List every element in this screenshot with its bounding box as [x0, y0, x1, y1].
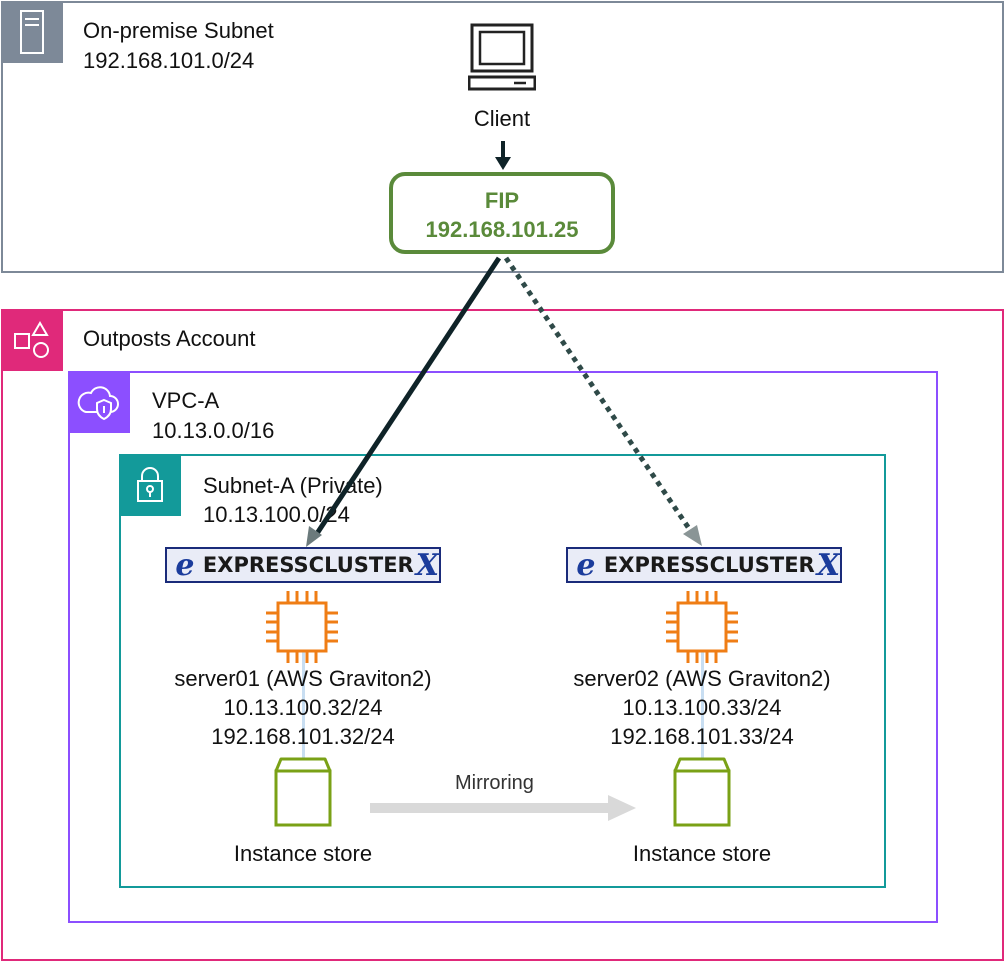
outposts-account-group — [1, 309, 1004, 961]
expresscluster-e-icon: e — [576, 547, 596, 583]
server01-ip-private: 10.13.100.32/24 — [223, 695, 383, 720]
onpremise-subnet-title: On-premise Subnet — [83, 18, 274, 43]
shapes-icon — [1, 309, 63, 371]
expresscluster-x-icon: X — [415, 547, 439, 583]
server02-vertical-connector — [701, 640, 704, 762]
server02-instance-store-icon — [671, 757, 733, 829]
server02-expresscluster-logo: e EXPRESSCLUSTER X — [566, 547, 842, 583]
expresscluster-logo-text: EXPRESSCLUSTER — [603, 553, 815, 577]
vpc-group — [68, 371, 938, 923]
server02-ip-onpremise: 192.168.101.33/24 — [610, 724, 794, 749]
server01-processor-chip-icon — [264, 589, 340, 665]
fip-label: FIP — [484, 188, 520, 213]
vpc-title: VPC-A — [152, 388, 220, 413]
vpc-cloud-shield-icon — [68, 371, 130, 433]
server01-storage-label: Instance store — [233, 841, 373, 866]
expresscluster-x-icon: X — [816, 547, 840, 583]
server01-expresscluster-logo: e EXPRESSCLUSTER X — [165, 547, 441, 583]
server01-instance-store-icon — [272, 757, 334, 829]
expresscluster-logo-text: EXPRESSCLUSTER — [202, 553, 414, 577]
server02-name: server02 (AWS Graviton2) — [573, 666, 831, 691]
subnet-group — [119, 454, 886, 888]
server02-processor-chip-icon — [664, 589, 740, 665]
mirroring-label: Mirroring — [455, 772, 534, 794]
server02-storage-label: Instance store — [632, 841, 772, 866]
server01-info: server01 (AWS Graviton2) 10.13.100.32/24… — [148, 664, 458, 751]
fip-box: FIP 192.168.101.25 — [389, 172, 615, 254]
onpremise-subnet-cidr: 192.168.101.0/24 — [83, 48, 255, 73]
server02-ip-private: 10.13.100.33/24 — [622, 695, 782, 720]
fip-ip: 192.168.101.25 — [425, 217, 579, 242]
outposts-account-title: Outposts Account — [83, 326, 256, 351]
server01-vertical-connector — [302, 640, 305, 762]
server02-info: server02 (AWS Graviton2) 10.13.100.33/24… — [547, 664, 857, 751]
onpremise-subnet-group — [1, 1, 1004, 273]
server01-ip-onpremise: 192.168.101.32/24 — [211, 724, 395, 749]
server-rack-icon — [1, 1, 63, 63]
client-computer-icon — [467, 22, 537, 94]
server01-name: server01 (AWS Graviton2) — [174, 666, 432, 691]
subnet-title: Subnet-A (Private) — [203, 473, 383, 498]
client-label: Client — [473, 106, 531, 131]
padlock-icon — [119, 454, 181, 516]
vpc-cidr: 10.13.0.0/16 — [152, 418, 275, 443]
expresscluster-e-icon: e — [175, 547, 195, 583]
subnet-cidr: 10.13.100.0/24 — [203, 502, 350, 527]
